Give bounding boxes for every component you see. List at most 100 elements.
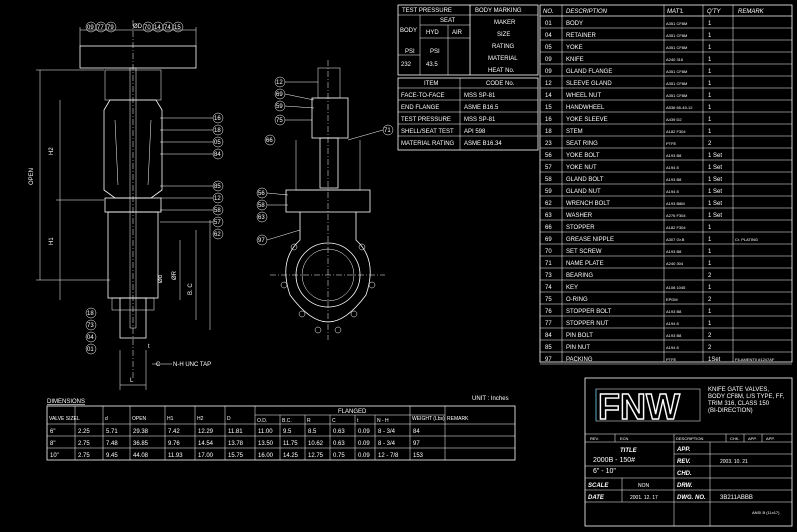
h1-label: H1 <box>49 237 55 245</box>
part-qty: 1 <box>708 321 712 327</box>
part-desc: GLAND NUT <box>566 189 601 195</box>
dim-cell: 11.75 <box>283 441 298 447</box>
part-no: 66 <box>545 225 552 231</box>
part-no: 74 <box>545 285 552 291</box>
svg-text:63: 63 <box>258 215 265 221</box>
svg-text:62: 62 <box>214 232 221 238</box>
part-material: A307 Gr.B <box>666 237 685 242</box>
svg-text:RATING: RATING <box>492 44 515 50</box>
dim-cell: 13.50 <box>258 441 274 447</box>
code-item: TEST PRESSURE <box>401 117 451 123</box>
fnw-logo: FNW <box>598 386 680 427</box>
front-view: ØD OPEN H2 H1 ØR B. C Ød L C t <box>29 20 224 390</box>
dim-cell: 7.42 <box>168 429 180 435</box>
part-desc: WASHER <box>566 213 593 219</box>
part-qty: 1 <box>708 81 712 87</box>
part-qty: 1 <box>708 33 712 39</box>
part-qty: 1 <box>708 225 712 231</box>
svg-text:BODY: BODY <box>400 28 417 34</box>
svg-text:3B211ABBB: 3B211ABBB <box>720 495 753 501</box>
part-desc: PIN BOLT <box>566 333 593 339</box>
dim-cell: 44.08 <box>133 453 149 459</box>
part-desc: YOKE NUT <box>566 165 597 171</box>
dim-cell: 10.62 <box>308 441 324 447</box>
svg-text:75: 75 <box>276 118 283 124</box>
part-desc: NAME PLATE <box>566 261 604 267</box>
svg-text:SCALE: SCALE <box>588 483 609 489</box>
code-item: END FLANGE <box>401 105 439 111</box>
svg-text:2001. 12. 17: 2001. 12. 17 <box>630 495 658 501</box>
svg-text:DESCRIPTION: DESCRIPTION <box>566 9 608 15</box>
part-qty: 1 <box>708 105 712 111</box>
svg-text:DIMENSIONS: DIMENSIONS <box>47 399 85 405</box>
title-block: FNW KNIFE GATE VALVES, BODY CF8M, L/S TY… <box>584 377 793 527</box>
svg-text:BODY CF8M, L/S TYPE, FF,: BODY CF8M, L/S TYPE, FF, <box>708 394 784 400</box>
dimensions-table: DIMENSIONS UNIT : Inches FLANGED VALVE S… <box>46 396 516 461</box>
part-desc: GLAND FLANGE <box>566 69 612 75</box>
part-no: 01 <box>545 21 552 27</box>
dim-header: t <box>357 418 359 424</box>
c-label: C <box>156 362 161 368</box>
dim-cell: 9.5 <box>283 429 292 435</box>
svg-text:58: 58 <box>214 208 221 214</box>
od2-label: Ød <box>158 275 164 283</box>
part-qty: 1 <box>708 261 712 267</box>
svg-text:MAKER: MAKER <box>494 20 516 26</box>
svg-text:HYD: HYD <box>426 30 439 36</box>
part-no: 09 <box>545 57 552 63</box>
part-no: 75 <box>545 297 552 303</box>
dim-cell: 13.78 <box>228 441 244 447</box>
part-desc: YOKE SLEEVE <box>566 117 608 123</box>
part-material: A194 8 <box>666 345 679 350</box>
part-no: 59 <box>545 189 552 195</box>
svg-text:70: 70 <box>144 25 151 31</box>
part-qty: 1 <box>708 57 712 63</box>
svg-text:74: 74 <box>164 25 171 31</box>
dim-header: WEIGHT (Lbs) <box>412 416 445 422</box>
dim-header: d <box>105 416 108 422</box>
dim-cell: 2.75 <box>78 453 90 459</box>
svg-text:FLANGED: FLANGED <box>338 409 367 415</box>
dim-cell: 11.93 <box>168 453 183 459</box>
svg-text:12: 12 <box>214 196 221 202</box>
part-material: A182 F304 <box>666 225 686 230</box>
part-material: A351 CF8M <box>666 45 687 50</box>
part-qty: 1 Set <box>708 177 722 183</box>
svg-text:58: 58 <box>258 203 265 209</box>
part-no: 09 <box>545 69 552 75</box>
part-desc: SET SCREW <box>566 249 602 255</box>
part-no: 69 <box>545 237 552 243</box>
dim-cell: 17.00 <box>198 453 214 459</box>
svg-text:MAT'L: MAT'L <box>667 9 684 15</box>
dim-cell: 84 <box>413 429 420 435</box>
part-no: 73 <box>545 273 552 279</box>
svg-text:MATERIAL: MATERIAL <box>488 56 518 62</box>
balloons-side: 12 69 59 75 66 56 58 63 97 71 <box>256 76 394 246</box>
dim-cell: 8.5 <box>308 429 317 435</box>
dim-cell: 8 - 3/4 <box>378 441 396 447</box>
part-no: 58 <box>545 177 552 183</box>
part-material: A193 B8 <box>666 153 682 158</box>
svg-text:77: 77 <box>97 25 104 31</box>
part-no: 15 <box>545 105 552 111</box>
svg-text:04: 04 <box>87 335 94 341</box>
svg-text:TEST PRESSURE: TEST PRESSURE <box>402 8 452 14</box>
svg-text:69: 69 <box>276 92 283 98</box>
part-no: 23 <box>545 141 552 147</box>
svg-text:59: 59 <box>276 104 283 110</box>
svg-text:18: 18 <box>87 311 94 317</box>
part-material: A193 B8 <box>666 249 682 254</box>
svg-text:ITEM: ITEM <box>424 81 438 87</box>
svg-text:ANSI B (11x17): ANSI B (11x17) <box>752 510 780 515</box>
dim-cell: 7.48 <box>106 441 118 447</box>
svg-text:CHK.: CHK. <box>730 436 740 441</box>
part-qty: 1 <box>708 249 712 255</box>
part-material: A351 CF8M <box>666 33 687 38</box>
l-label: L <box>130 378 134 384</box>
dim-cell: 0.63 <box>333 441 345 447</box>
part-qty: 2 <box>708 273 712 279</box>
svg-text:REV.: REV. <box>677 459 691 465</box>
dim-cell: 29.38 <box>133 429 149 435</box>
part-desc: WHEEL NUT <box>566 93 601 99</box>
svg-text:REV.: REV. <box>590 436 599 441</box>
